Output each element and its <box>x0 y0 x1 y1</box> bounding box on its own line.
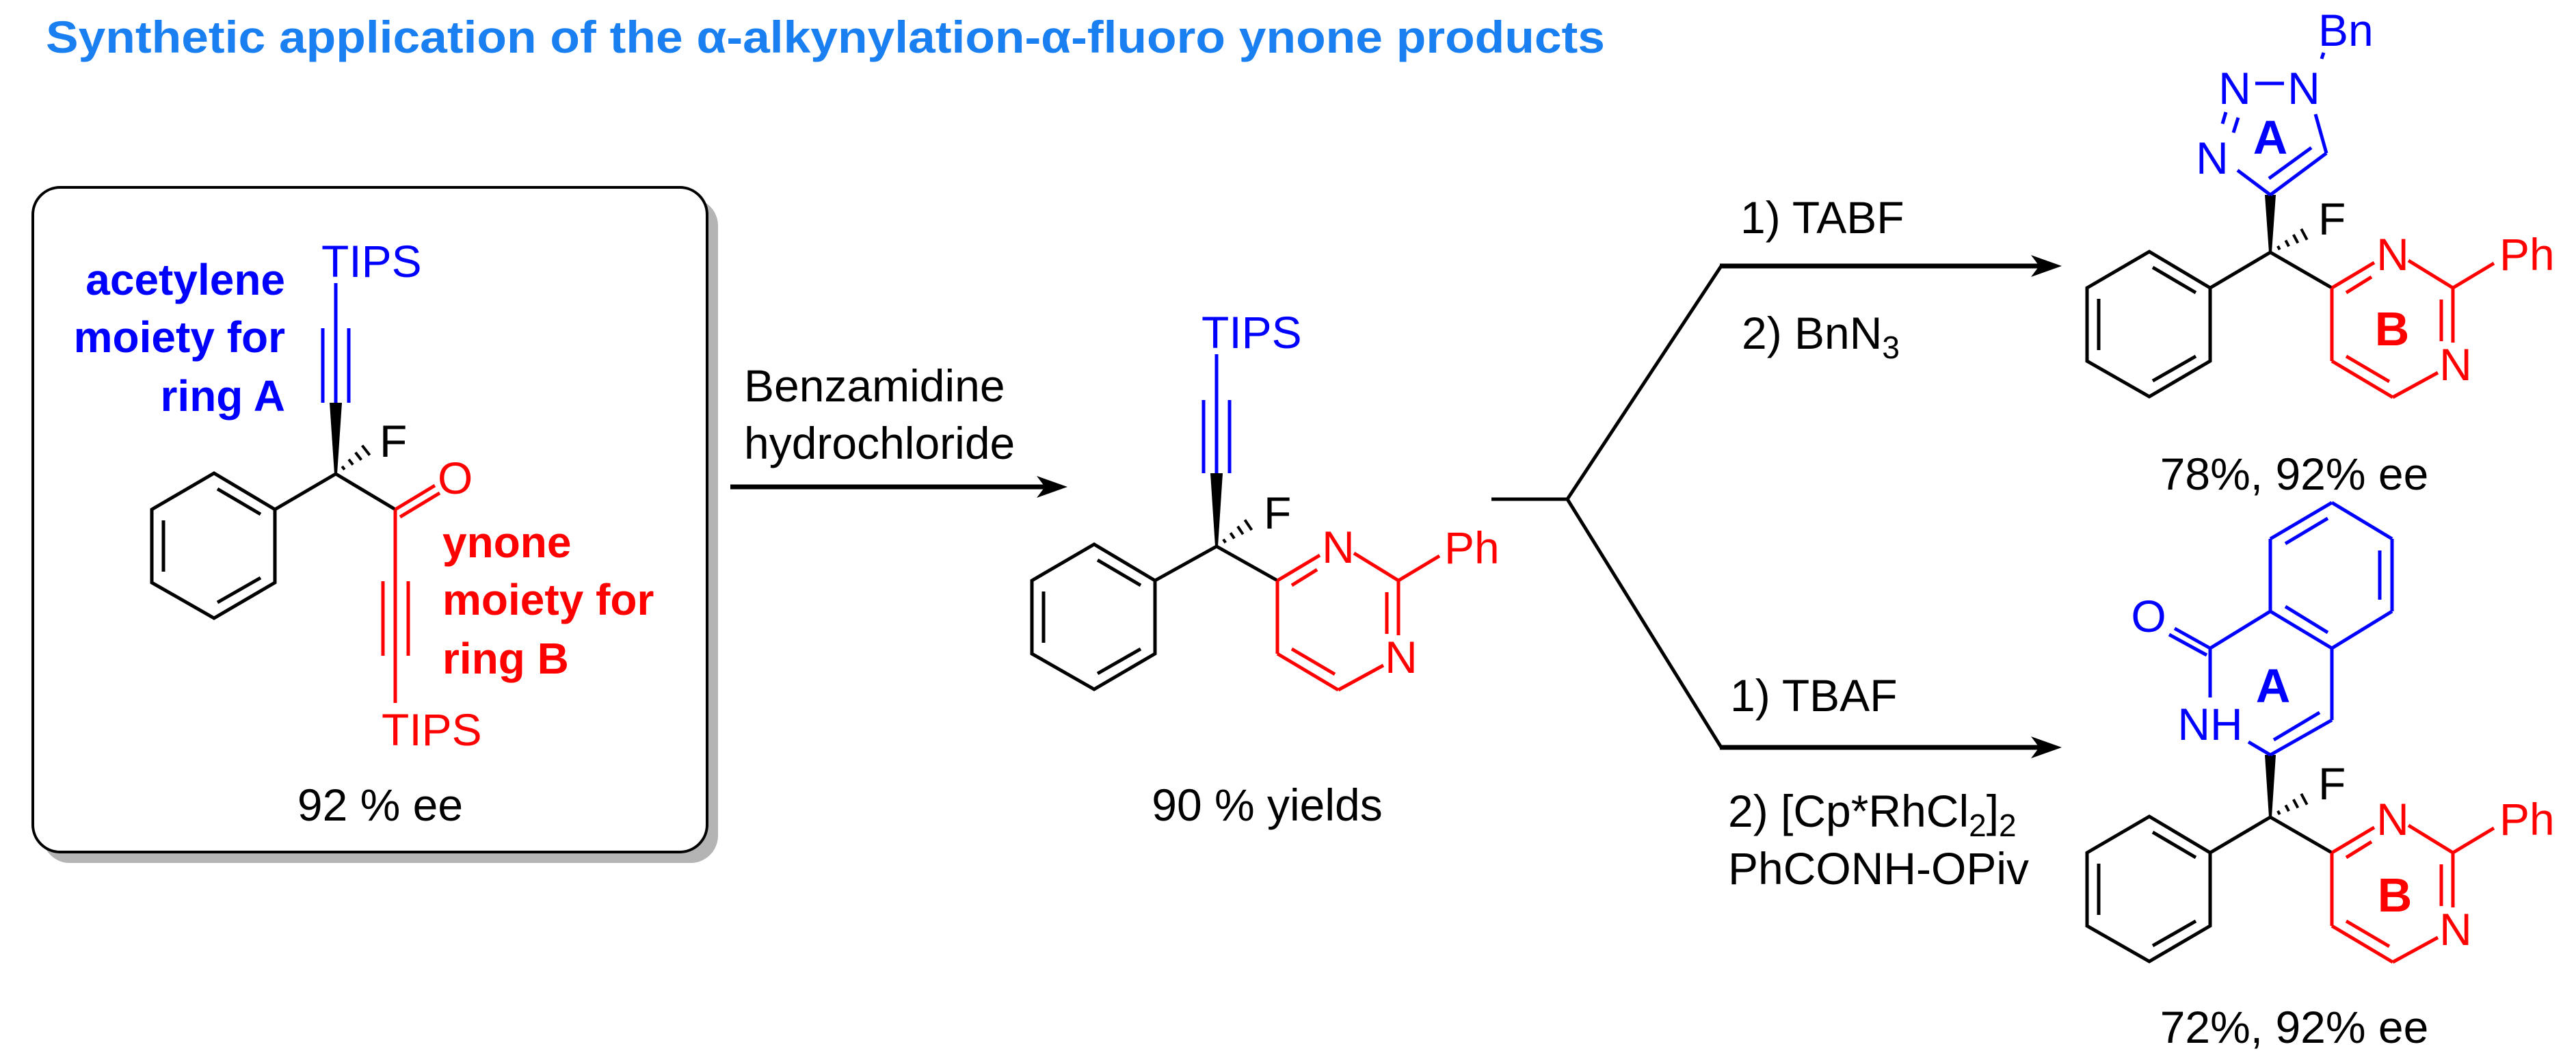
annotation-line: ynone <box>442 518 571 567</box>
tips-label-bottom: TIPS <box>382 704 482 755</box>
ee-value: 92 % ee <box>297 780 463 830</box>
phenyl-ring <box>2085 250 2212 399</box>
atom-label-f: F <box>1264 488 1291 538</box>
reaction-arrow-route-a: 1) TABF 2) BnN3 <box>1720 192 2062 365</box>
benzyl-label: Bn <box>2318 5 2374 55</box>
reaction-arrow-step1: Benzamidine hydrochloride <box>730 360 1067 498</box>
atom-label-n: N <box>1385 632 1418 682</box>
annotation-line: moiety for <box>74 312 285 362</box>
atom-label-o: O <box>2131 591 2166 641</box>
condition-line: 2) [Cp*RhCl2]2 <box>1728 786 2017 843</box>
panel-frame <box>31 186 708 853</box>
wedge-bond <box>2265 755 2276 817</box>
atom-label-n: N <box>2376 229 2409 280</box>
atom-label-f: F <box>2318 758 2346 809</box>
scheme-title: Synthetic application of the α-alkynylat… <box>46 12 1605 62</box>
atom-label-n: N <box>1322 522 1355 572</box>
ring-b-label: B <box>2375 302 2410 356</box>
atom-label-n: N <box>2287 63 2320 114</box>
reaction-arrow-route-b: 1) TBAF 2) [Cp*RhCl2]2 PhCONH-OPiv <box>1720 670 2062 894</box>
result-value: 78%, 92% ee <box>2160 449 2429 499</box>
annotation-line: ring A <box>161 371 286 421</box>
product-triazole: N N N Bn A F N <box>2085 5 2555 499</box>
intermediate-pyrimidine: TIPS F <box>1030 307 1500 830</box>
hashed-bond <box>2276 793 2309 816</box>
tips-label-top: TIPS <box>321 236 422 287</box>
phenyl-ring <box>1030 542 1157 691</box>
carbonyl-bond <box>394 483 441 519</box>
condition-line: PhCONH-OPiv <box>1728 843 2029 894</box>
atom-label-f: F <box>2318 194 2346 244</box>
hashed-bond <box>2276 228 2309 251</box>
starting-material-panel: F TIPS O TIPS acetylene moiety for ring … <box>31 186 718 863</box>
atom-label-f: F <box>380 416 407 466</box>
condition-line: 1) TABF <box>1740 192 1904 243</box>
condition-line: 2) BnN3 <box>1742 308 1900 365</box>
phenyl-label: Ph <box>1444 522 1500 573</box>
annotation-line: ring B <box>442 634 569 683</box>
phenyl-ring <box>2085 814 2212 963</box>
annotation-ring-b: ynone moiety for ring B <box>442 518 654 683</box>
acetylene-bond <box>321 283 351 403</box>
branch-lines <box>1491 265 1723 749</box>
wedge-bond <box>2265 195 2276 252</box>
atom-label-n: N <box>2196 133 2229 183</box>
ring-a-label: A <box>2256 659 2291 713</box>
ring-a-label: A <box>2253 111 2288 164</box>
result-value: 72%, 92% ee <box>2160 1002 2429 1052</box>
acetylene-bond <box>1201 354 1232 473</box>
tips-label: TIPS <box>1201 307 1302 358</box>
phenyl-label: Ph <box>2499 229 2555 280</box>
hashed-bond <box>341 444 371 470</box>
annotation-ring-a: acetylene moiety for ring A <box>74 255 285 421</box>
atom-label-n: N <box>2439 904 2472 955</box>
atom-label-n: N <box>2439 339 2472 390</box>
pyrimidine-ring: N N Ph <box>1275 522 1500 692</box>
ring-b-label: B <box>2378 868 2413 922</box>
hashed-bond <box>1222 519 1253 544</box>
triazole-ring: N N N Bn A <box>2196 5 2374 197</box>
atom-label-n: N <box>2218 63 2251 114</box>
yield-value: 90 % yields <box>1152 780 1383 830</box>
ynone-alkyne-bond <box>381 509 410 703</box>
annotation-line: acetylene <box>85 255 285 304</box>
reagent-line: hydrochloride <box>744 418 1015 468</box>
isoquinolinone-ring: O NH A <box>2131 501 2394 757</box>
atom-label-n: N <box>2376 794 2409 844</box>
product-isoquinolinone: O NH A F N N P <box>2085 501 2555 1052</box>
annotation-line: moiety for <box>442 575 654 624</box>
atom-label-o: O <box>438 453 473 503</box>
reagent-line: Benzamidine <box>744 360 1005 411</box>
pyrimidine-ring: N N Ph B <box>2330 229 2555 399</box>
phenyl-ring <box>150 471 277 620</box>
phenyl-label: Ph <box>2499 794 2555 844</box>
wedge-bond <box>1210 473 1223 546</box>
atom-label-nh: NH <box>2177 699 2242 749</box>
condition-line: 1) TBAF <box>1730 670 1898 721</box>
pyrimidine-ring: N N Ph B <box>2330 794 2555 964</box>
wedge-bond <box>330 403 342 474</box>
